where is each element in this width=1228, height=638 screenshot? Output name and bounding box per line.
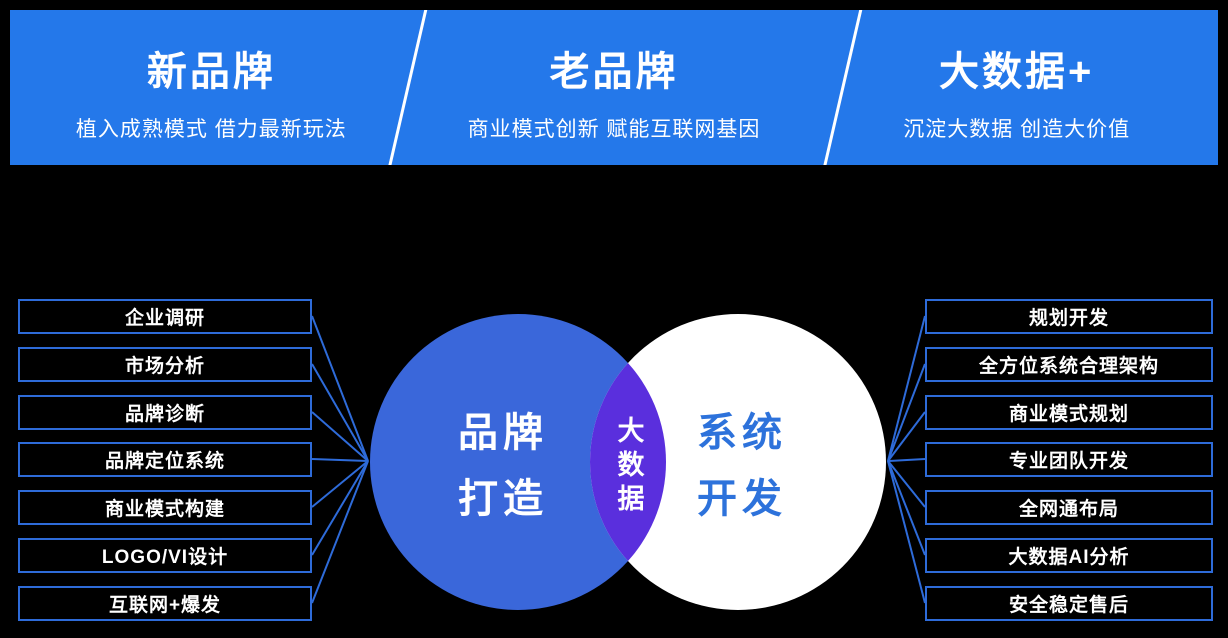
list-item: 品牌诊断 xyxy=(18,394,312,430)
banner-subtitle-old-brand: 商业模式创新 赋能互联网基因 xyxy=(467,117,761,141)
banner-title-new-brand: 新品牌 xyxy=(146,49,276,94)
right-item-column: 规划开发 全方位系统合理架构 商业模式规划 专业团队开发 全网通布局 大数据AI… xyxy=(925,299,1213,621)
list-item: 全网通布局 xyxy=(925,490,1213,526)
connector-lines-left xyxy=(311,315,369,604)
list-item: 商业模式构建 xyxy=(18,490,312,526)
list-item: 市场分析 xyxy=(18,346,312,382)
top-banner: 新品牌 植入成熟模式 借力最新玩法 老品牌 商业模式创新 赋能互联网基因 大数据… xyxy=(10,10,1218,165)
banner-subtitle-new-brand: 植入成熟模式 借力最新玩法 xyxy=(75,117,347,141)
connector-lines-right xyxy=(887,315,926,604)
list-item: 大数据AI分析 xyxy=(925,538,1213,574)
list-item: LOGO/VI设计 xyxy=(18,538,312,574)
list-item: 品牌定位系统 xyxy=(18,442,312,478)
venn-label-system-line1: 系统 xyxy=(697,411,787,455)
list-item: 商业模式规划 xyxy=(925,394,1213,430)
left-item-column: 企业调研 市场分析 品牌诊断 品牌定位系统 商业模式构建 LOGO/VI设计 互… xyxy=(18,299,312,621)
list-item: 规划开发 xyxy=(925,299,1213,334)
banner-title-big-data: 大数据+ xyxy=(939,49,1095,94)
venn-label-brand: 品牌 打造 xyxy=(413,400,593,532)
banner-title-old-brand: 老品牌 xyxy=(549,49,679,94)
banner-subtitle-big-data: 沉淀大数据 创造大价值 xyxy=(903,117,1131,141)
banner-section-new-brand: 新品牌 植入成熟模式 借力最新玩法 xyxy=(10,10,413,165)
venn-label-system: 系统 开发 xyxy=(652,400,832,532)
list-item: 企业调研 xyxy=(18,299,312,334)
list-item: 互联网+爆发 xyxy=(18,585,312,621)
list-item: 全方位系统合理架构 xyxy=(925,346,1213,382)
banner-section-old-brand: 老品牌 商业模式创新 赋能互联网基因 xyxy=(413,10,816,165)
venn-label-brand-line2: 打造 xyxy=(458,477,548,521)
venn-label-system-line2: 开发 xyxy=(697,477,787,521)
venn-label-bigdata: 大数据 xyxy=(613,416,644,518)
list-item: 专业团队开发 xyxy=(925,442,1213,478)
venn-label-brand-line1: 品牌 xyxy=(458,411,548,455)
banner-section-big-data: 大数据+ 沉淀大数据 创造大价值 xyxy=(815,10,1218,165)
list-item: 安全稳定售后 xyxy=(925,585,1213,621)
